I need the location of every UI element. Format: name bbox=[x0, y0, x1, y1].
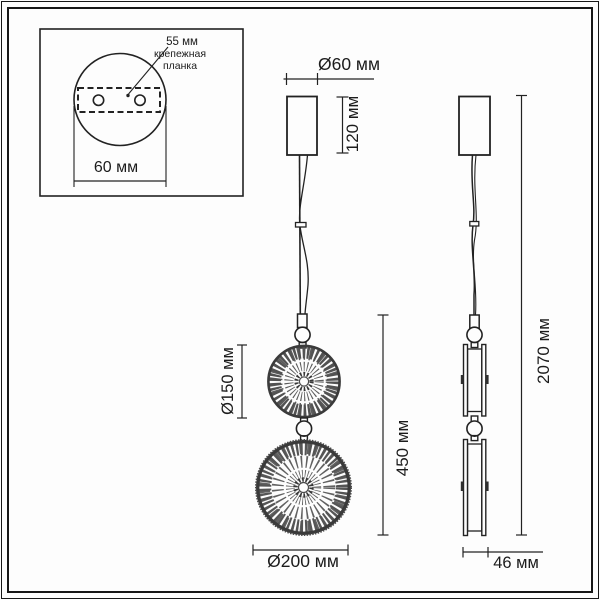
ball-joint-top-front bbox=[294, 326, 311, 344]
cable-side bbox=[469, 154, 480, 316]
side-tab-right-1 bbox=[485, 375, 489, 384]
large-shade-diameter-label: Ø200 мм bbox=[267, 551, 339, 571]
front-view bbox=[237, 73, 389, 556]
canopy-side bbox=[458, 95, 491, 156]
mounting-inset-panel bbox=[39, 28, 244, 197]
canopy-top-circle bbox=[73, 52, 167, 147]
ball-joint-top-side bbox=[466, 326, 483, 344]
ball-joint-mid-front bbox=[295, 420, 313, 437]
side-tab-right-2 bbox=[485, 481, 489, 491]
mounting-plate-note-line2: планка bbox=[162, 59, 198, 72]
leader-line-55mm bbox=[128, 46, 169, 95]
large-shade-side bbox=[460, 438, 489, 537]
small-shade-diameter-dimension bbox=[237, 344, 247, 419]
canopy-diameter-dimension bbox=[283, 73, 374, 85]
side-tab-left-2 bbox=[460, 481, 464, 491]
total-height-dimension bbox=[516, 94, 527, 536]
stem-cylinder-front bbox=[296, 313, 308, 329]
canopy-height-dimension bbox=[336, 96, 349, 154]
depth-label: 46 мм bbox=[493, 554, 539, 572]
mounting-plate-dashed-rect bbox=[77, 87, 161, 113]
small-shade-side bbox=[460, 343, 489, 417]
neck-side-1 bbox=[470, 341, 479, 349]
hole-spacing-reference-dot bbox=[126, 93, 130, 98]
cable-clamp-front bbox=[294, 221, 307, 228]
mounting-hole-right bbox=[134, 94, 147, 107]
shade-stack-height-label: 450 мм bbox=[393, 419, 412, 477]
large-shade-diameter-dimension bbox=[252, 544, 349, 556]
ball-joint-mid-side bbox=[466, 420, 483, 437]
plate-width-dimension bbox=[73, 106, 167, 187]
canopy-height-label: 120 мм bbox=[343, 95, 362, 153]
shade-stack-height-dimension bbox=[377, 314, 389, 536]
large-shade-front bbox=[255, 439, 352, 536]
canopy-diameter-label: Ø60 мм bbox=[317, 54, 380, 74]
small-shade-front bbox=[267, 344, 341, 419]
hole-spacing-label: 55 мм bbox=[166, 36, 198, 48]
total-height-label: 2070 мм bbox=[534, 318, 553, 384]
small-shade-diameter-label: Ø150 мм bbox=[219, 347, 237, 415]
side-tab-left-1 bbox=[460, 375, 464, 384]
neck-side-3 bbox=[470, 434, 479, 442]
mounting-hole-left bbox=[92, 94, 105, 107]
cable-clamp-side bbox=[469, 220, 480, 227]
side-view bbox=[458, 94, 543, 558]
canopy-front bbox=[286, 95, 318, 156]
plate-width-label: 60 мм bbox=[93, 159, 139, 176]
depth-dimension bbox=[462, 547, 543, 558]
cable-front bbox=[294, 154, 309, 315]
mounting-plate-note: крепежная планка bbox=[146, 48, 214, 73]
mounting-plate-note-line1: крепежная bbox=[153, 48, 207, 60]
